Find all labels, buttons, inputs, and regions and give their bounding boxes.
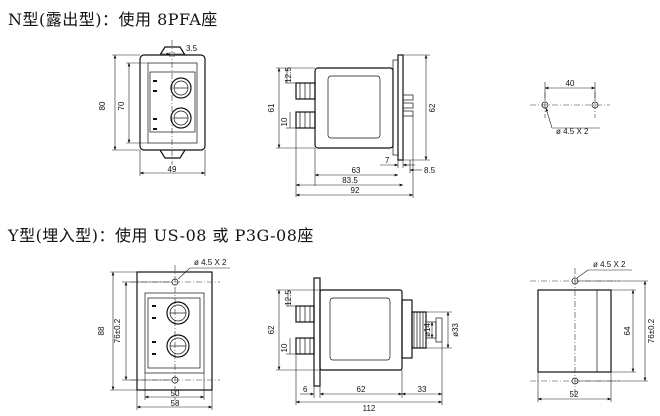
n-front-dim-3-5: 3.5: [186, 44, 198, 53]
y-front-view: [110, 265, 230, 410]
y-side-dim-dia14: ø14: [423, 323, 432, 337]
y-cut-dim-76: 76±0.2: [647, 318, 656, 343]
y-panel-cutout: [530, 268, 648, 402]
y-side-dim-62b: 62: [357, 385, 366, 394]
y-side-dim-62: 62: [267, 325, 276, 334]
n-side-dim-62: 62: [428, 103, 437, 112]
n-side-dim-7: 7: [385, 156, 390, 165]
y-front-dim-76: 76±0.2: [113, 318, 122, 343]
n-side-dim-10: 10: [280, 117, 289, 126]
n-hole-dim-40: 40: [566, 79, 575, 88]
y-side-dim-dia33: ø33: [451, 323, 460, 337]
y-side-dim-12-5: 12.5: [284, 290, 293, 306]
n-side-dim-83-5: 83.5: [342, 176, 358, 185]
n-side-dim-92: 92: [351, 186, 360, 195]
n-hole-label: ø 4.5 X 2: [556, 127, 589, 136]
y-side-dim-112: 112: [363, 404, 376, 413]
n-side-dim-8-5: 8.5: [424, 166, 436, 175]
y-side-dim-33: 33: [418, 385, 427, 394]
y-front-dim-88: 88: [97, 326, 106, 335]
n-side-view: [276, 54, 430, 198]
y-side-dim-6: 6: [303, 385, 308, 394]
y-cut-hole-label: ø 4.5 X 2: [593, 260, 626, 269]
n-side-dim-12-5: 12.5: [284, 67, 293, 83]
y-front-hole-label: ø 4.5 X 2: [194, 258, 227, 267]
n-type-heading: N型(露出型)：使用 8PFA座: [8, 10, 218, 29]
n-side-dim-61: 61: [267, 103, 276, 112]
y-cut-dim-52: 52: [570, 390, 579, 399]
y-front-dim-58: 58: [171, 399, 180, 408]
n-side-dim-63: 63: [352, 166, 361, 175]
y-side-view: [276, 277, 452, 405]
y-front-dim-50: 50: [171, 389, 180, 398]
y-cut-dim-64: 64: [623, 326, 632, 335]
n-hole-pattern: [530, 82, 610, 129]
y-type-heading: Y型(埋入型)：使用 US-08 或 P3G-08座: [8, 226, 314, 245]
y-side-dim-10: 10: [280, 343, 289, 352]
n-front-dim-70: 70: [117, 101, 126, 110]
n-front-dim-80: 80: [98, 101, 107, 110]
n-front-view: [112, 40, 206, 176]
n-front-dim-49: 49: [168, 165, 177, 174]
